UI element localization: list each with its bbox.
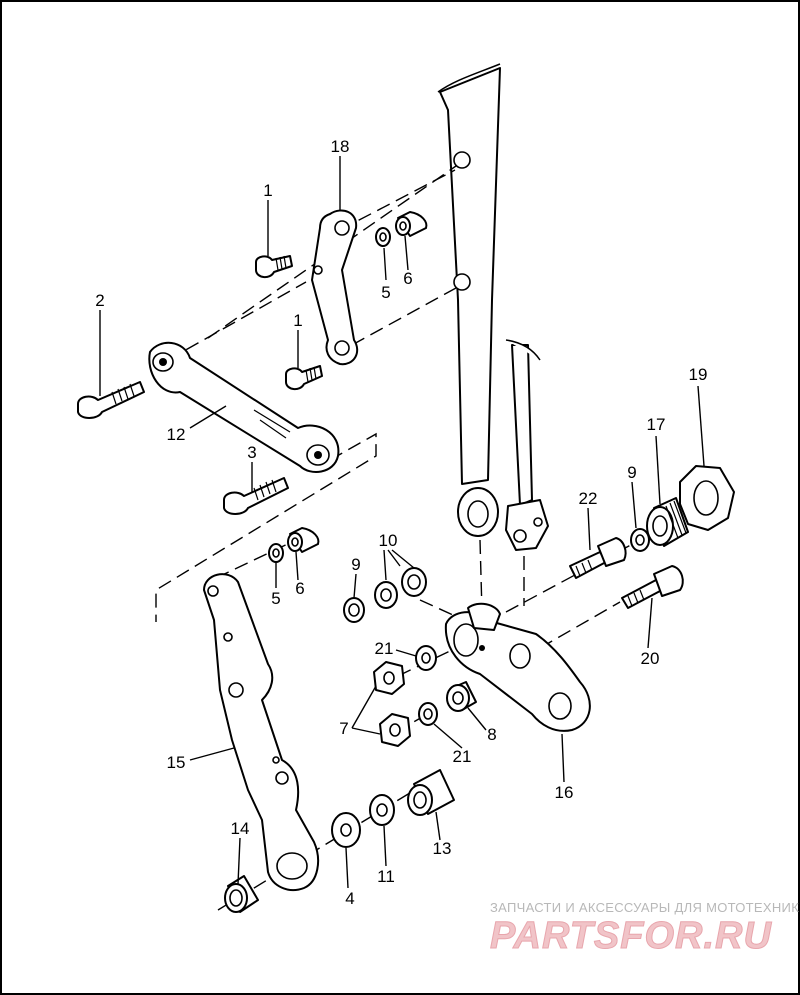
part-9-washer-right: [630, 528, 650, 552]
callout-6-lower: 6: [295, 579, 304, 598]
part-15-lever: [203, 573, 320, 891]
callout-10: 10: [379, 531, 398, 550]
callout-20: 20: [641, 649, 660, 668]
part-21-washer-lower: [418, 702, 438, 726]
part-11-washer: [369, 794, 395, 826]
callout-17: 17: [647, 415, 666, 434]
leader-lines: [99, 156, 705, 889]
part-21-washer-upper: [415, 645, 437, 671]
callout-13: 13: [433, 839, 452, 858]
callout-11: 11: [377, 867, 395, 886]
callout-21-upper: 21: [375, 639, 394, 658]
watermark-logo: PARTSFOR.RU: [490, 915, 772, 957]
callout-8: 8: [487, 725, 496, 744]
callout-4: 4: [345, 889, 354, 908]
callout-5-lower: 5: [271, 589, 280, 608]
part-10-bushing-a: [374, 581, 398, 609]
callout-19: 19: [689, 365, 708, 384]
part-7-nut-lower: [379, 713, 411, 747]
watermark-tagline: ЗАПЧАСТИ И АКСЕССУАРЫ ДЛЯ МОТОТЕХНИКИ: [490, 900, 800, 915]
callout-1-lower: 1: [293, 311, 302, 330]
part-6-nut-upper: [395, 211, 428, 237]
part-8-spacer: [446, 681, 477, 712]
part-6-nut-lower: [287, 527, 320, 553]
callout-1-upper: 1: [263, 181, 272, 200]
part-14-bushing: [224, 875, 259, 913]
callout-9-left: 9: [351, 555, 360, 574]
frame-rear-stay: [505, 339, 549, 551]
part-12-link: [148, 342, 340, 473]
part-4-washer: [331, 812, 361, 848]
callout-7: 7: [339, 719, 348, 738]
callout-5-upper: 5: [381, 283, 390, 302]
callout-9-right: 9: [627, 463, 636, 482]
part-10-bushing-b: [401, 567, 427, 597]
frame-downtube: [437, 63, 501, 537]
watermark: ЗАПЧАСТИ И АКСЕССУАРЫ ДЛЯ МОТОТЕХНИКИ PA…: [490, 900, 800, 958]
part-3-bolt: [223, 477, 289, 515]
part-19-nut: [679, 465, 735, 531]
callout-3: 3: [247, 443, 256, 462]
part-5-washer-upper: [375, 227, 391, 247]
part-1-bolt-lower: [285, 365, 323, 390]
part-9-washer-left: [343, 597, 365, 623]
callout-2: 2: [95, 291, 104, 310]
part-2-bolt: [77, 381, 145, 419]
part-1-bolt-upper: [255, 255, 293, 278]
callout-14: 14: [231, 819, 250, 838]
callout-12: 12: [167, 425, 186, 444]
callout-labels: 1 18 5 6 2 1 12 3 5 6 19 17 9 22 10 9 21…: [95, 137, 707, 908]
callout-18: 18: [331, 137, 350, 156]
part-7-nut-upper: [373, 661, 405, 695]
part-17-adjuster: [646, 497, 689, 547]
part-18-bracket: [311, 209, 359, 366]
part-20-bolt: [621, 565, 684, 609]
callout-16: 16: [555, 783, 574, 802]
part-5-washer-lower: [268, 543, 284, 563]
callout-6-upper: 6: [403, 269, 412, 288]
part-16-bracket: [444, 602, 591, 732]
callout-21-lower: 21: [453, 747, 472, 766]
callout-22: 22: [579, 489, 598, 508]
part-22-bolt: [569, 537, 627, 579]
part-13-bushing: [407, 769, 455, 816]
callout-15: 15: [167, 753, 186, 772]
